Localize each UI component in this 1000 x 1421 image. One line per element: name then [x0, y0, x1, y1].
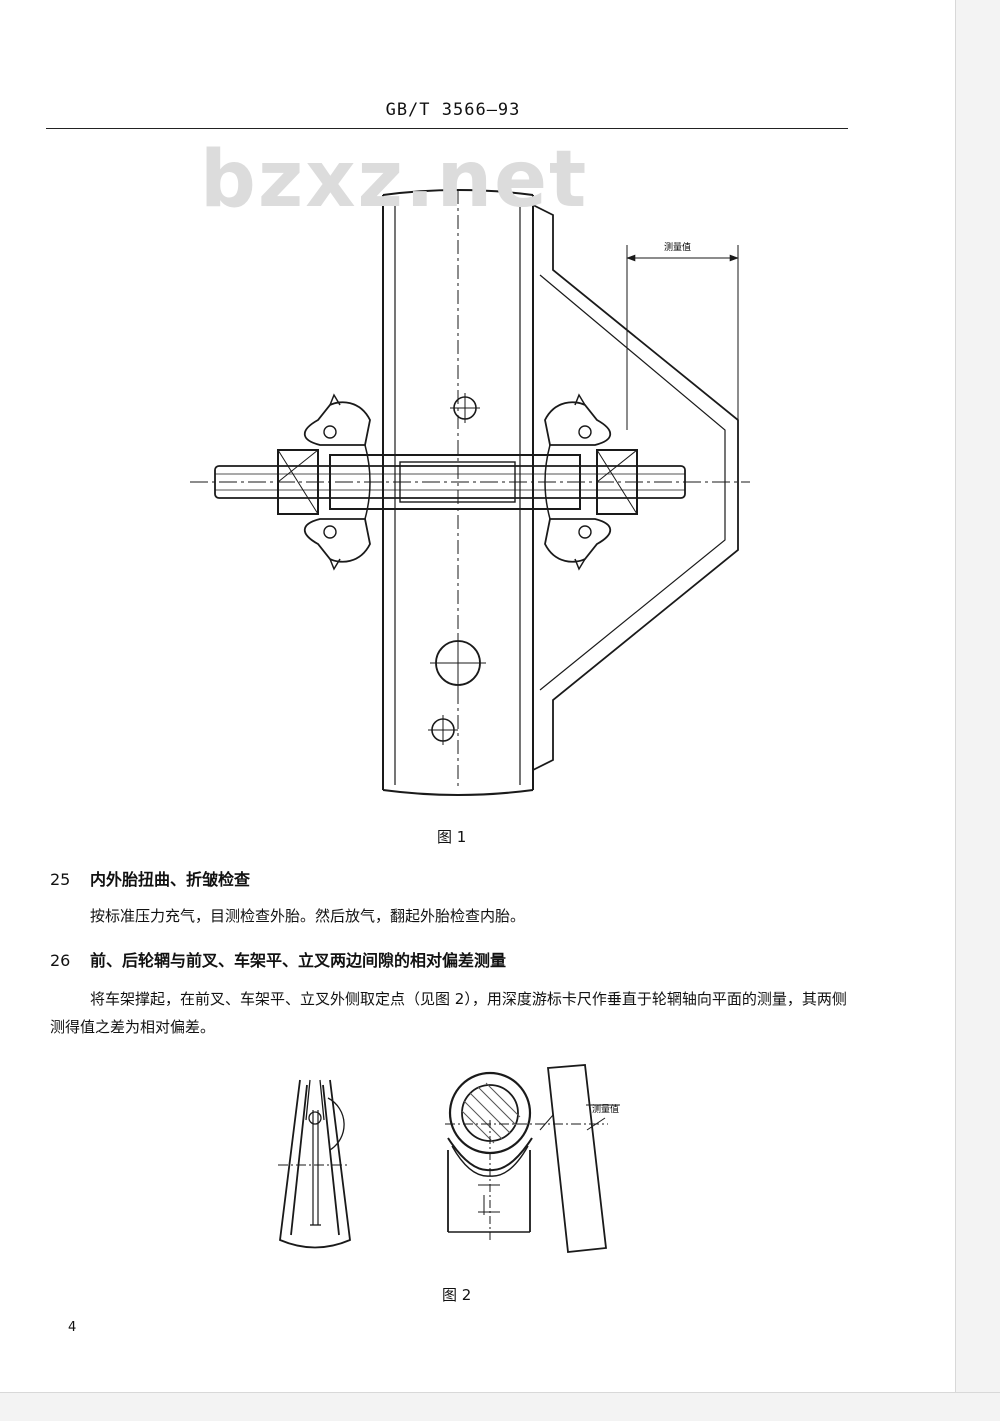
- figure-2-dimension-label: 测量值: [592, 1103, 619, 1115]
- section-25-title: 内外胎扭曲、折皱检查: [90, 870, 251, 889]
- page-bottom-margin: [0, 1392, 1000, 1421]
- page-number: 4: [68, 1320, 77, 1335]
- figure-1-dimension-label: 测量值: [664, 241, 691, 253]
- figure-2-caption: 图 2: [442, 1286, 472, 1304]
- section-25-heading: 25 内外胎扭曲、折皱检查: [50, 866, 250, 890]
- page-right-margin: [955, 0, 1000, 1420]
- section-25-number: 25: [50, 870, 71, 889]
- section-26-heading: 26 前、后轮辋与前叉、车架平、立叉两边间隙的相对偏差测量: [50, 947, 506, 971]
- watermark-logo: bzxz.net: [200, 135, 589, 225]
- section-26-paragraph: 将车架撑起，在前叉、车架平、立叉外侧取定点（见图 2），用深度游标卡尺作垂直于轮…: [50, 990, 847, 1036]
- standard-code: GB/T 3566—93: [385, 100, 521, 120]
- figure-1-caption: 图 1: [437, 828, 467, 846]
- section-26-number: 26: [50, 951, 71, 970]
- section-26-title: 前、后轮辋与前叉、车架平、立叉两边间隙的相对偏差测量: [90, 951, 507, 970]
- header-rule: [46, 128, 848, 129]
- figure-1-drawing: 测量值: [190, 189, 750, 796]
- section-25-paragraph: 按标准压力充气，目测检查外胎。然后放气，翻起外胎检查内胎。: [90, 907, 526, 925]
